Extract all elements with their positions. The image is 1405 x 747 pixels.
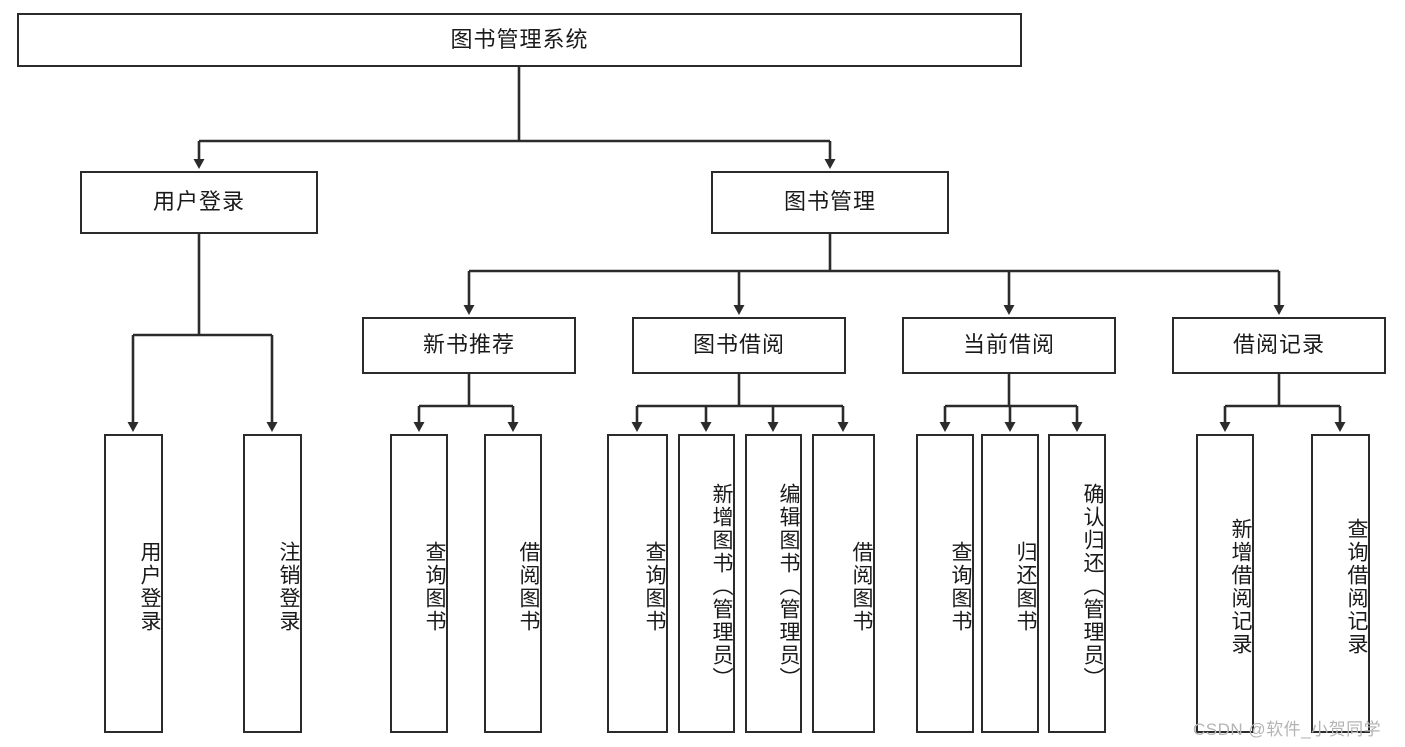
leaf-return-book[interactable]: 归还图书 [981, 434, 1039, 733]
node-label: 图书借阅 [692, 332, 785, 358]
node-new-book-recommend[interactable]: 新书推荐 [362, 317, 576, 374]
leaf-confirm-return[interactable]: 确认归还（管理员） [1048, 434, 1106, 733]
node-label: 确认归还（管理员） [1081, 483, 1104, 690]
node-user-login[interactable]: 用户登录 [80, 171, 318, 234]
leaf-query-record[interactable]: 查询借阅记录 [1311, 434, 1370, 733]
leaf-borrow-book-rec[interactable]: 借阅图书 [484, 434, 542, 733]
node-label: 查询图书 [423, 540, 446, 633]
leaf-query-book-current[interactable]: 查询图书 [916, 434, 974, 733]
node-label: 图书管理 [783, 189, 876, 215]
node-label: 注销登录 [277, 540, 300, 633]
node-label: 归还图书 [1014, 540, 1037, 633]
csdn-watermark: CSDN @软件_小贺同学 [1193, 720, 1382, 739]
node-label: 用户登录 [138, 540, 161, 633]
node-label: 借阅记录 [1232, 332, 1325, 358]
node-label: 新增图书（管理员） [710, 483, 733, 690]
node-current-borrow[interactable]: 当前借阅 [902, 317, 1116, 374]
node-book-manage[interactable]: 图书管理 [711, 171, 949, 234]
leaf-logout[interactable]: 注销登录 [243, 434, 302, 733]
node-label: 查询借阅记录 [1345, 517, 1368, 656]
node-label: 编辑图书（管理员） [777, 483, 800, 690]
node-root[interactable]: 图书管理系统 [17, 13, 1022, 67]
node-book-borrow[interactable]: 图书借阅 [632, 317, 846, 374]
node-label: 借阅图书 [517, 540, 540, 633]
leaf-user-login[interactable]: 用户登录 [104, 434, 163, 733]
leaf-add-record[interactable]: 新增借阅记录 [1196, 434, 1254, 733]
node-label: 新书推荐 [422, 332, 515, 358]
node-label: 查询图书 [643, 540, 666, 633]
node-label: 查询图书 [949, 540, 972, 633]
node-label: 当前借阅 [962, 332, 1055, 358]
leaf-add-book[interactable]: 新增图书（管理员） [678, 434, 735, 733]
leaf-query-book-rec[interactable]: 查询图书 [390, 434, 448, 733]
node-label: 图书管理系统 [450, 26, 589, 52]
leaf-edit-book[interactable]: 编辑图书（管理员） [745, 434, 802, 733]
node-label: 借阅图书 [850, 540, 873, 633]
node-label: 用户登录 [152, 189, 245, 215]
leaf-borrow-book[interactable]: 借阅图书 [812, 434, 875, 733]
node-borrow-record[interactable]: 借阅记录 [1172, 317, 1386, 374]
node-label: 新增借阅记录 [1229, 517, 1252, 656]
leaf-query-book-borrow[interactable]: 查询图书 [607, 434, 668, 733]
